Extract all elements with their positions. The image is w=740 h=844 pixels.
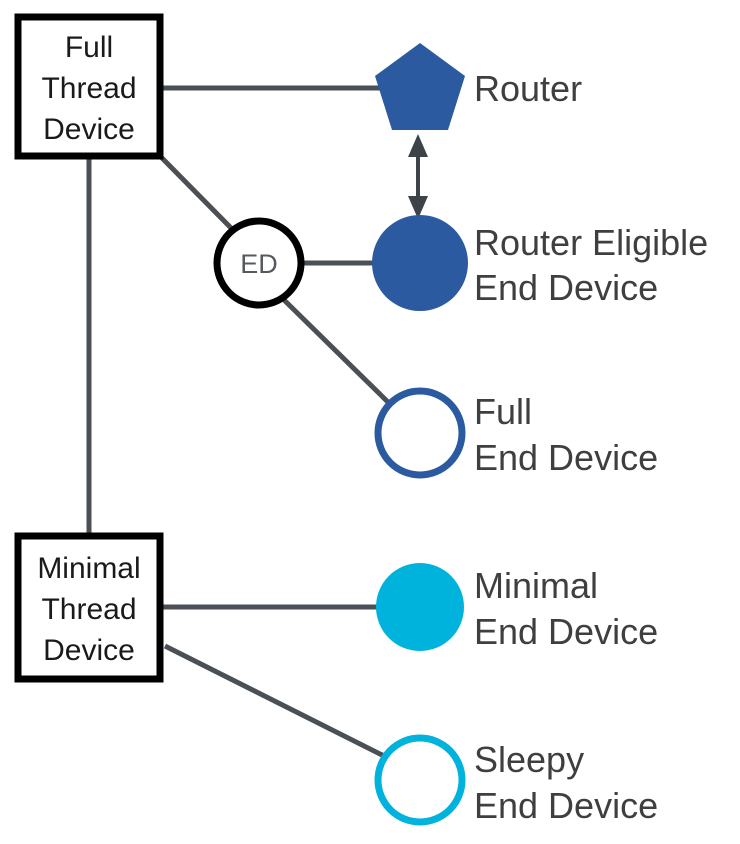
legend-label-med-line2: End Device [474,611,658,652]
legend-label-reed-line2: End Device [474,267,658,308]
minimal-thread-device-line2: Thread [41,593,136,626]
legend-label-med-line1: Minimal [474,565,598,606]
minimal-thread-device-line1: Minimal [37,552,140,585]
node-full-thread-device[interactable]: Full Thread Device [14,13,164,160]
minimal-end-device-circle-icon[interactable] [376,563,464,651]
full-thread-device-line2: Thread [41,72,136,105]
full-thread-device-line3: Device [43,113,135,146]
legend-item-full-end-device[interactable]: Full End Device [374,387,658,479]
end-device-hub-circle[interactable] [213,217,305,309]
router-eligible-end-device-circle-icon[interactable] [372,215,468,311]
legend-label-fed-line2: End Device [474,437,658,478]
connector-mtd-to-sleepy-end-device [163,643,390,761]
legend-item-sleepy-end-device[interactable]: Sleepy End Device [374,734,658,826]
legend-label-reed-line1: Router Eligible [474,222,708,263]
legend-item-minimal-end-device[interactable]: Minimal End Device [376,563,658,652]
connector-layer [86,85,394,761]
arrow-head-up-icon [408,134,428,157]
full-thread-device-line1: Full [65,31,113,64]
connector-ed-to-full-end-device [278,294,394,408]
node-end-device-hub[interactable]: ED [213,217,305,309]
full-end-device-circle-icon[interactable] [374,387,466,479]
end-device-hub-label: ED [240,249,278,279]
minimal-thread-device-line3: Device [43,634,135,667]
legend-item-router-eligible-end-device[interactable]: Router Eligible End Device [372,215,708,311]
legend-label-fed-line1: Full [474,391,532,432]
minimal-thread-device-box[interactable] [14,532,164,683]
arrow-head-down-icon [408,196,428,219]
full-thread-device-box[interactable] [14,13,164,160]
router-reed-double-arrow [408,134,428,219]
connector-ftd-to-ed [158,154,237,234]
node-minimal-thread-device[interactable]: Minimal Thread Device [14,532,164,683]
legend-item-router[interactable]: Router [375,43,582,130]
router-pentagon-icon[interactable] [375,43,465,130]
legend-label-sed-line2: End Device [474,785,658,826]
legend-label-sed-line1: Sleepy [474,739,584,780]
sleepy-end-device-circle-icon[interactable] [374,734,466,826]
legend-label-router-line1: Router [474,68,582,109]
